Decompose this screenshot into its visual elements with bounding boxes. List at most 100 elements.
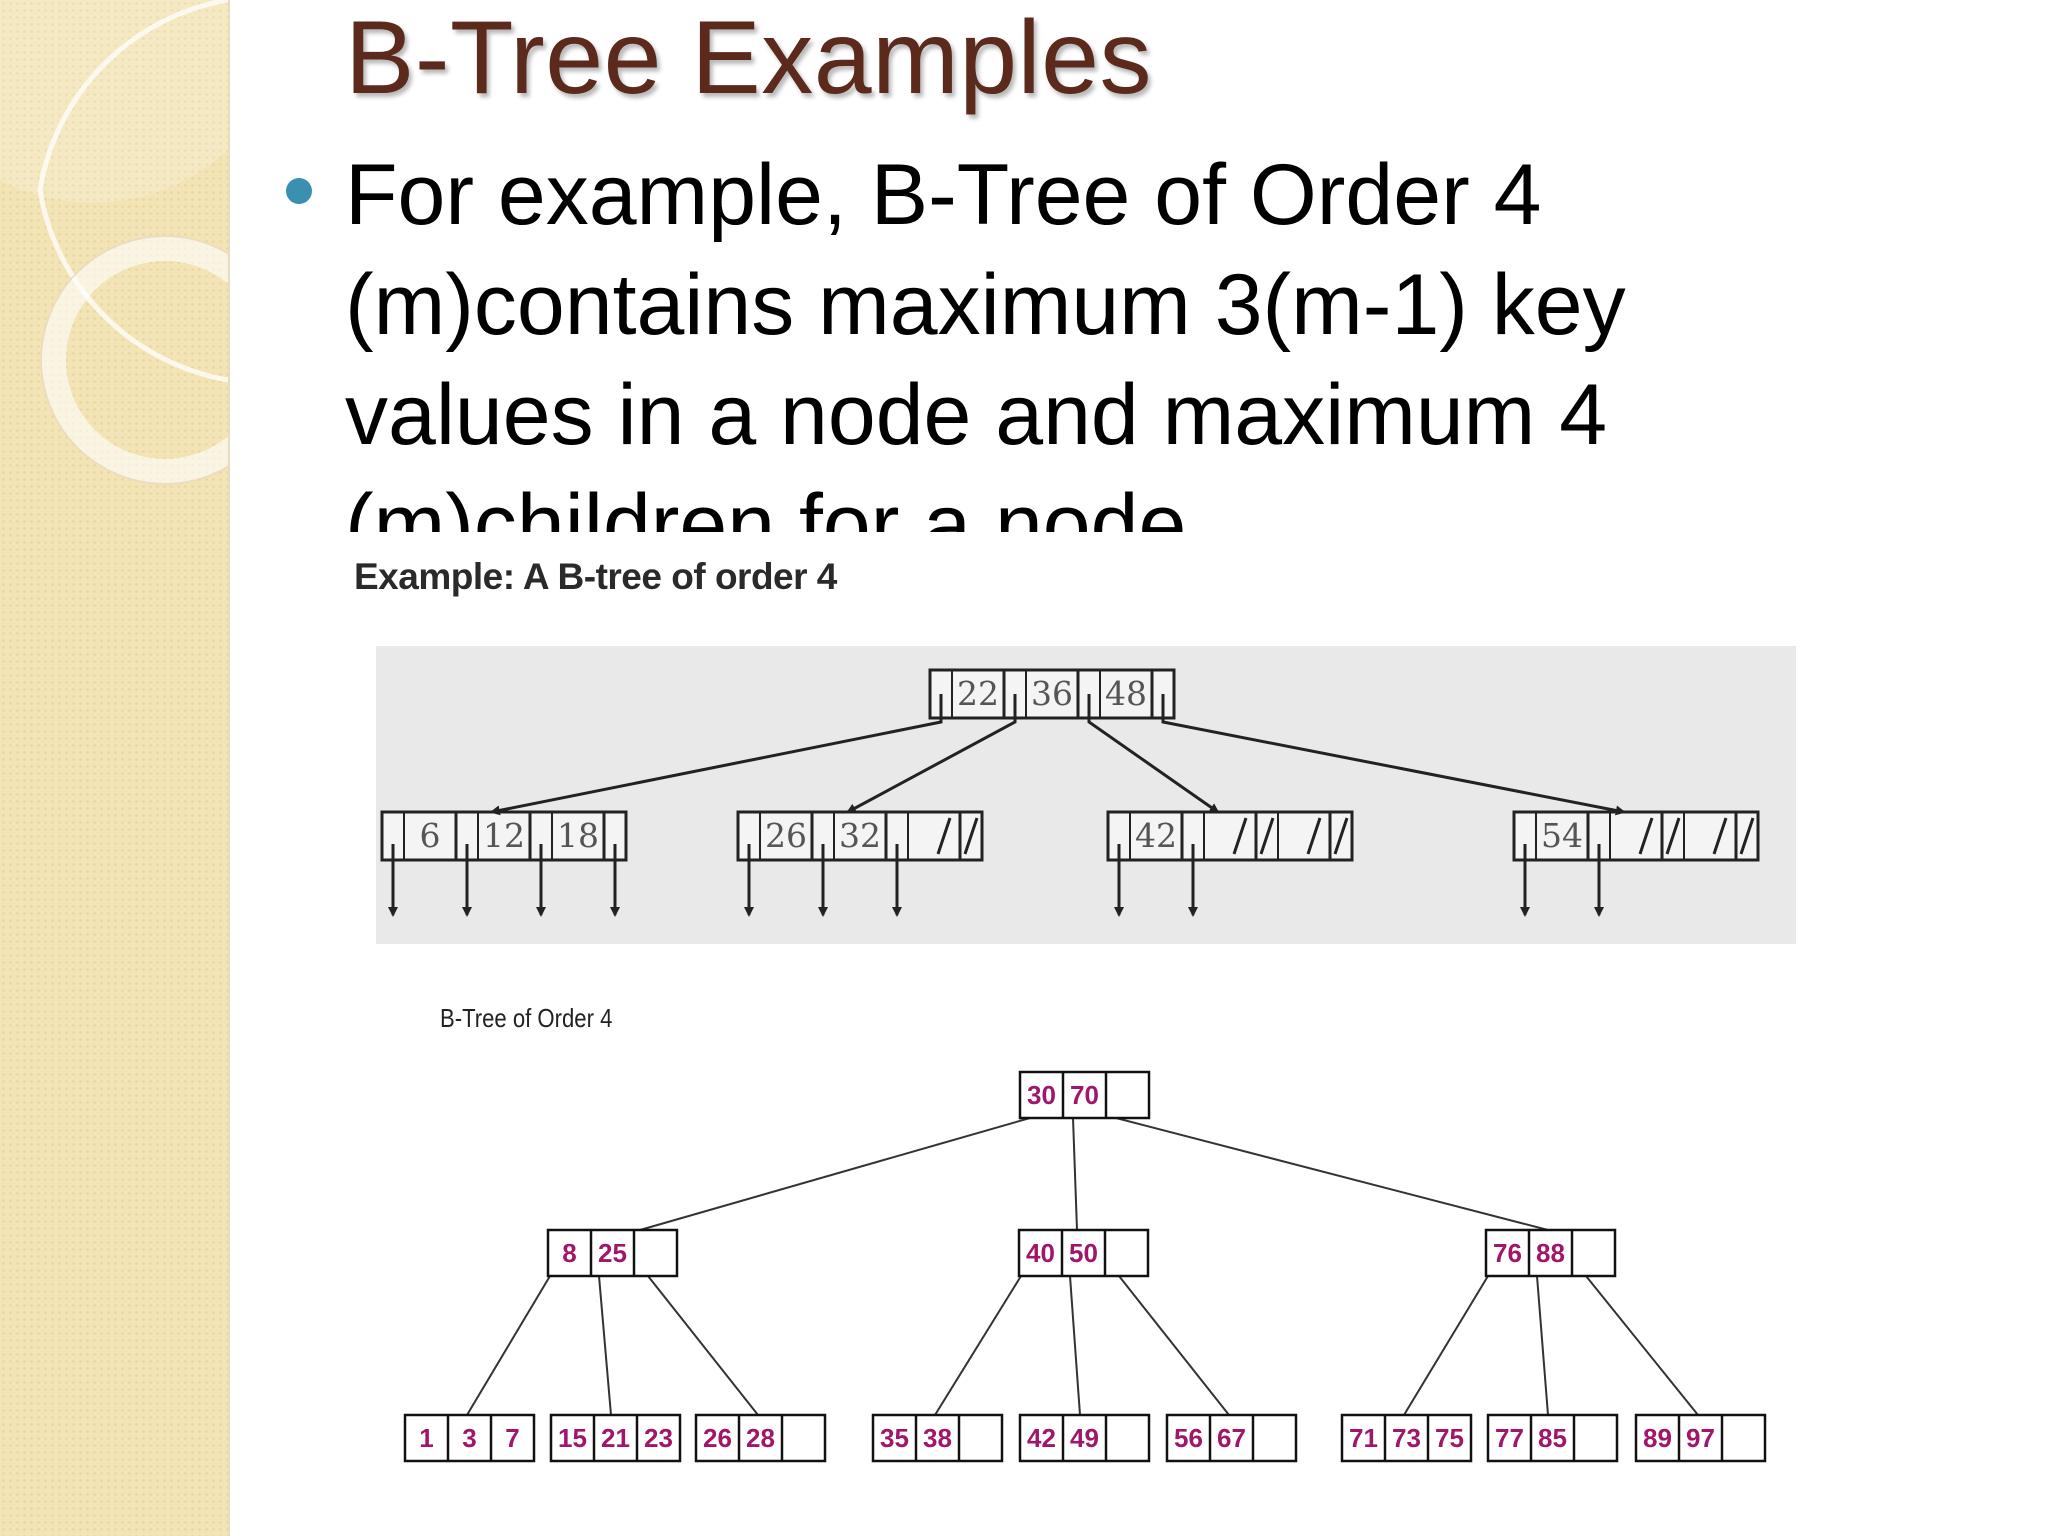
internal-node: 76 88 — [1484, 1228, 1617, 1278]
slide-sidebar — [0, 0, 228, 1536]
key-value: 76 — [1493, 1238, 1522, 1268]
bullet-text: For example, B-Tree of Order 4 (m)contai… — [345, 147, 1626, 532]
key-value: 1 — [419, 1423, 433, 1453]
decorative-rings — [0, 0, 228, 485]
leaf-node: 56 67 — [1165, 1413, 1298, 1463]
leaf-node: 77 85 — [1486, 1413, 1619, 1463]
root-node: 30 70 — [1018, 1070, 1151, 1120]
key-value: 12 — [483, 816, 525, 855]
key-value: 75 — [1435, 1423, 1464, 1453]
sidebar-divider — [228, 0, 230, 1536]
key-value: 42 — [1135, 816, 1177, 855]
child-pointer-arrow — [489, 694, 943, 816]
node-frame — [694, 1413, 827, 1463]
key-value: 30 — [1027, 1080, 1056, 1110]
node-frame — [1106, 810, 1354, 862]
key-value: 89 — [1643, 1423, 1672, 1453]
tree-edge — [1115, 1117, 1549, 1231]
null-slash — [1306, 817, 1322, 855]
node-frame — [1017, 1228, 1150, 1278]
internal-node: 8 25 — [546, 1228, 679, 1278]
tree-edge — [1072, 1117, 1078, 1231]
key-value: 97 — [1686, 1423, 1715, 1453]
node-frame — [1018, 1413, 1151, 1463]
key-value: 50 — [1069, 1238, 1098, 1268]
null-slash — [1232, 817, 1248, 855]
key-value: 85 — [1538, 1423, 1567, 1453]
child-node: 26 32 — [736, 810, 984, 917]
key-value: 54 — [1541, 816, 1583, 855]
diagram-a-caption: Example: A B-tree of order 4 — [354, 556, 837, 597]
key-value: 73 — [1392, 1423, 1421, 1453]
tree-edge — [639, 1117, 1031, 1231]
bullet-text-region: For example, B-Tree of Order 4 (m)contai… — [345, 140, 1845, 532]
leaf-node: 71 73 75 — [1340, 1413, 1473, 1463]
tree-edge — [1585, 1275, 1699, 1416]
node-frame — [549, 1413, 682, 1463]
key-value: 40 — [1026, 1238, 1055, 1268]
node-frame — [1484, 1228, 1617, 1278]
key-value: 88 — [1536, 1238, 1565, 1268]
leaf-node: 42 49 — [1018, 1413, 1151, 1463]
null-slash — [1638, 817, 1654, 855]
node-frame — [1486, 1413, 1619, 1463]
leaf-node: 89 97 — [1634, 1413, 1767, 1463]
null-slash — [1333, 817, 1349, 855]
key-value: 21 — [601, 1423, 630, 1453]
internal-node: 40 50 — [1017, 1228, 1150, 1278]
null-slash — [936, 817, 952, 855]
node-frame — [1340, 1413, 1473, 1463]
node-frame — [1018, 1070, 1151, 1120]
tree-edge — [466, 1275, 551, 1416]
btree-diagram-a: 22 36 48 6 12 18 26 32 42 54 — [376, 646, 1796, 944]
key-value: 77 — [1495, 1423, 1524, 1453]
child-pointer-arrow — [1161, 694, 1626, 816]
key-value: 71 — [1349, 1423, 1378, 1453]
tree-edge — [1069, 1275, 1081, 1416]
key-value: 8 — [562, 1238, 576, 1268]
key-value: 56 — [1174, 1423, 1203, 1453]
null-slash — [1712, 817, 1728, 855]
key-value: 28 — [746, 1423, 775, 1453]
key-value: 42 — [1027, 1423, 1056, 1453]
node-frame — [1512, 810, 1760, 862]
bullet-icon — [286, 178, 312, 204]
node-frame — [871, 1413, 1004, 1463]
key-value: 48 — [1105, 674, 1147, 713]
node-frame — [736, 810, 984, 862]
key-value: 35 — [880, 1423, 909, 1453]
key-value: 18 — [557, 816, 599, 855]
key-value: 32 — [839, 816, 881, 855]
null-slash — [963, 817, 979, 855]
diagram-b-caption: B-Tree of Order 4 — [440, 1003, 613, 1033]
node-frame — [403, 1413, 536, 1463]
child-pointer-arrow — [1087, 694, 1220, 814]
tree-edge — [1118, 1275, 1230, 1416]
key-value: 25 — [598, 1238, 627, 1268]
key-value: 70 — [1070, 1080, 1099, 1110]
key-value: 38 — [923, 1423, 952, 1453]
tree-edge — [934, 1275, 1022, 1416]
null-slash — [1665, 817, 1681, 855]
key-value: 6 — [420, 816, 441, 855]
key-value: 3 — [462, 1423, 476, 1453]
node-frame — [1165, 1413, 1298, 1463]
child-node: 42 — [1106, 810, 1354, 917]
child-node: 54 — [1512, 810, 1760, 917]
slide-title: B-Tree Examples — [345, 0, 1152, 116]
node-frame — [928, 668, 1176, 720]
key-value: 67 — [1217, 1423, 1246, 1453]
tree-edge — [1403, 1275, 1489, 1416]
key-value: 23 — [644, 1423, 673, 1453]
key-value: 22 — [957, 674, 999, 713]
key-value: 49 — [1070, 1423, 1099, 1453]
key-value: 26 — [765, 816, 807, 855]
child-pointer-arrow — [846, 694, 1017, 814]
key-value: 36 — [1031, 674, 1073, 713]
null-slash — [1739, 817, 1755, 855]
key-value: 7 — [505, 1423, 519, 1453]
